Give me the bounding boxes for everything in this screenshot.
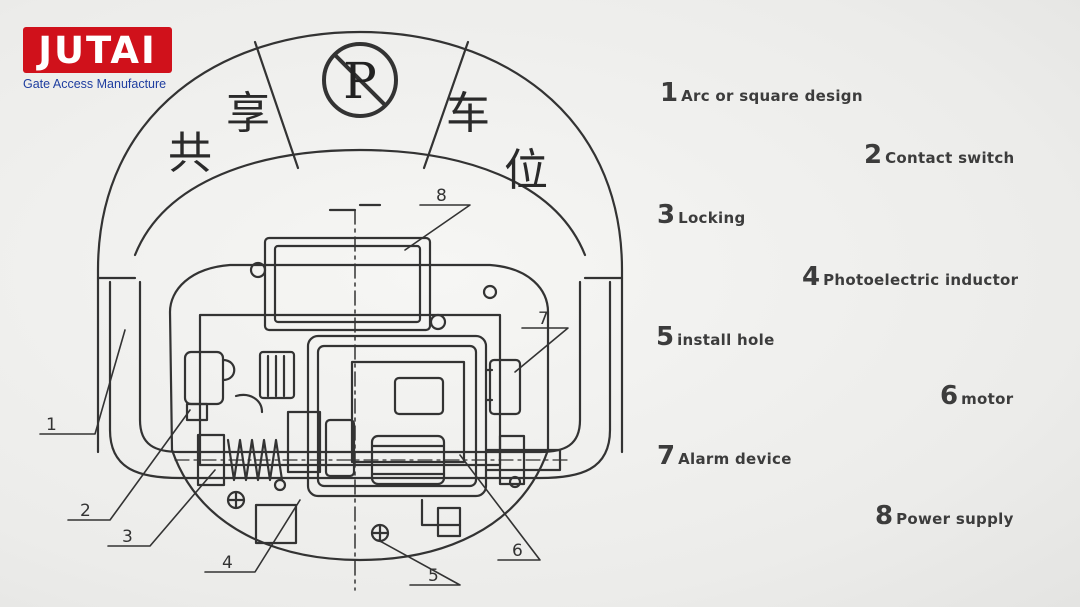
callout-5: 5	[428, 566, 439, 586]
callout-4: 4	[222, 553, 233, 573]
alarm-device	[488, 358, 522, 416]
cover-char-3: 车	[446, 88, 490, 139]
motor-cylinder	[370, 434, 446, 486]
callout-8: 8	[436, 186, 447, 206]
inner-dome	[133, 148, 587, 257]
cover-divider-right	[422, 40, 470, 170]
cover-char-4: 位	[504, 145, 548, 196]
no-parking-icon	[322, 42, 398, 118]
arm-tube-outer	[108, 280, 612, 480]
motor-housing	[306, 334, 488, 498]
brand-name: JUTAI	[38, 28, 157, 72]
contact-switch	[183, 350, 225, 406]
no-parking-letter: P	[343, 52, 377, 110]
callout-6: 6	[512, 541, 523, 561]
locking-block	[196, 433, 226, 487]
base-body	[168, 263, 550, 562]
locking-spring	[226, 438, 284, 482]
cover-divider-left	[253, 40, 300, 170]
photoelectric-inductor	[254, 503, 298, 545]
arm-tube-inner	[138, 280, 582, 454]
back-plate	[198, 313, 502, 467]
outer-dome	[96, 30, 624, 454]
power-supply-box	[263, 236, 432, 332]
cover-char-1: 共	[168, 128, 212, 179]
brand-tagline: Gate Access Manufacture	[23, 77, 167, 91]
callout-2: 2	[80, 501, 91, 521]
brand-logo: JUTAI	[23, 27, 172, 73]
cover-char-2: 享	[226, 88, 270, 139]
callout-1: 1	[46, 415, 57, 435]
callout-7: 7	[538, 309, 549, 329]
callout-3: 3	[122, 527, 133, 547]
